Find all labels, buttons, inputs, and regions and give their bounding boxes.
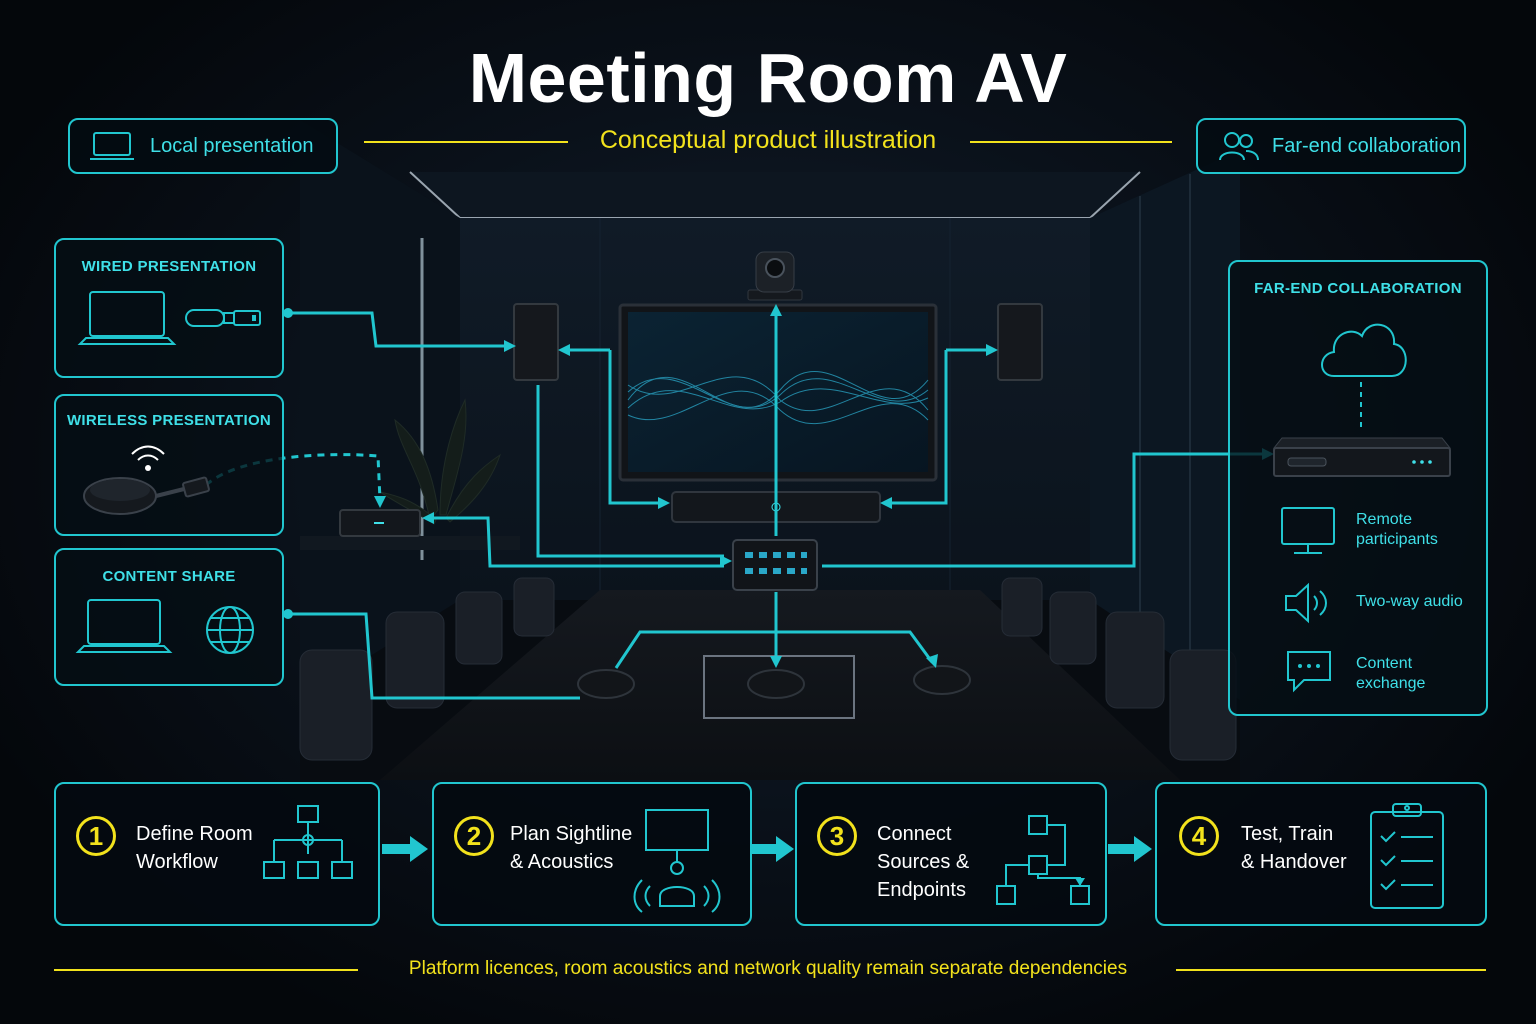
cloud-dashed-link xyxy=(1360,382,1362,432)
step-1-line1: Define Room xyxy=(136,823,253,845)
footer-note: Platform licences, room acoustics and ne… xyxy=(408,958,1128,979)
far-end-panel-title: FAR-END COLLABORATION xyxy=(1254,280,1462,297)
wifi-icon xyxy=(131,445,165,471)
plant xyxy=(379,398,501,525)
table-microphones xyxy=(577,665,971,699)
content-share-panel: CONTENT SHARE xyxy=(54,548,284,686)
step-1-card: 1 Define Room Workflow xyxy=(54,782,380,926)
step-4-line1: Test, Train xyxy=(1241,823,1334,845)
ptz-camera-lens xyxy=(765,258,785,278)
page-title: Meeting Room AV xyxy=(468,39,1068,117)
content-share-title: CONTENT SHARE xyxy=(102,568,236,585)
step-3-line3: Endpoints xyxy=(877,879,966,901)
remote-participants-line2: participants xyxy=(1356,531,1438,548)
step-4-number: 4 xyxy=(1179,816,1219,856)
content-exchange-line2: exchange xyxy=(1356,675,1426,692)
step-4-card: 4 Test, Train & Handover xyxy=(1155,782,1487,926)
touch-controller-screen-icons xyxy=(745,552,807,574)
left-wall xyxy=(300,120,460,700)
wireless-puck-icon xyxy=(83,476,210,515)
laptop-icon xyxy=(75,599,173,653)
local-presentation-pill: Local presentation xyxy=(68,118,338,174)
users-icon xyxy=(1219,132,1259,161)
laptop-icon xyxy=(90,132,134,160)
wired-presentation-title: WIRED PRESENTATION xyxy=(81,258,257,275)
usb-icon xyxy=(185,309,261,327)
remote-participants-line1: Remote xyxy=(1356,511,1413,528)
wired-presentation-panel: WIRED PRESENTATION xyxy=(54,238,284,378)
step-4-text: Test, Train & Handover xyxy=(1241,820,1347,876)
globe-icon xyxy=(206,606,254,654)
step-3-line1: Connect xyxy=(877,823,952,845)
step-arrows xyxy=(382,836,1152,862)
display-wave-graphic xyxy=(627,370,929,425)
step-1-text: Define Room Workflow xyxy=(136,820,253,876)
cloud-icon xyxy=(1321,323,1407,377)
checklist-icon xyxy=(1370,803,1444,909)
step-3-text: Connect Sources & Endpoints xyxy=(877,820,969,904)
step-1-number: 1 xyxy=(76,816,116,856)
speaker-icon xyxy=(1285,582,1327,624)
content-exchange-text: Content exchange xyxy=(1356,654,1425,694)
remote-participants-text: Remote participants xyxy=(1356,510,1438,550)
step-3-number: 3 xyxy=(817,816,857,856)
step-1-line2: Workflow xyxy=(136,851,218,873)
sightline-icon xyxy=(633,809,721,913)
two-way-audio-text: Two-way audio xyxy=(1356,593,1463,610)
laptop-icon xyxy=(77,291,177,345)
touch-controller xyxy=(732,539,818,591)
wired-connection-dot xyxy=(283,308,293,318)
step-2-card: 2 Plan Sightline & Acoustics xyxy=(432,782,752,926)
local-presentation-label: Local presentation xyxy=(150,134,314,157)
chat-icon xyxy=(1287,651,1331,693)
workflow-icon xyxy=(263,805,353,879)
step-3-card: 3 Connect Sources & Endpoints xyxy=(795,782,1107,926)
codec-appliance-icon xyxy=(1272,437,1452,477)
step-2-text: Plan Sightline & Acoustics xyxy=(510,820,632,876)
speaker-left xyxy=(513,303,559,381)
receiver-led xyxy=(374,522,384,524)
connection-icon xyxy=(996,815,1090,905)
ceiling xyxy=(410,172,1140,218)
far-end-collaboration-pill: Far-end collaboration xyxy=(1196,118,1466,174)
credenza xyxy=(300,536,520,550)
page-subtitle: Conceptual product illustration xyxy=(599,126,937,154)
wireless-presentation-title: WIRELESS PRESENTATION xyxy=(66,412,272,429)
right-wall-windows xyxy=(1090,150,1240,700)
step-2-number: 2 xyxy=(454,816,494,856)
signal-lines xyxy=(290,311,1266,700)
step-2-line2: & Acoustics xyxy=(510,851,614,873)
monitor-icon xyxy=(1281,507,1335,554)
speaker-right xyxy=(997,303,1043,381)
far-end-collaboration-panel: FAR-END COLLABORATION Remote participant… xyxy=(1228,260,1488,716)
step-2-line1: Plan Sightline xyxy=(510,823,633,845)
far-end-collaboration-label: Far-end collaboration xyxy=(1272,134,1461,157)
step-3-line2: Sources & xyxy=(877,851,970,873)
wireless-presentation-panel: WIRELESS PRESENTATION xyxy=(54,394,284,536)
content-connection-dot xyxy=(283,609,293,619)
signal-arrowheads xyxy=(374,304,1274,668)
step-4-line2: & Handover xyxy=(1241,851,1347,873)
chairs-right xyxy=(1001,577,1237,761)
content-exchange-line1: Content xyxy=(1356,655,1413,672)
chairs-left xyxy=(299,577,555,761)
